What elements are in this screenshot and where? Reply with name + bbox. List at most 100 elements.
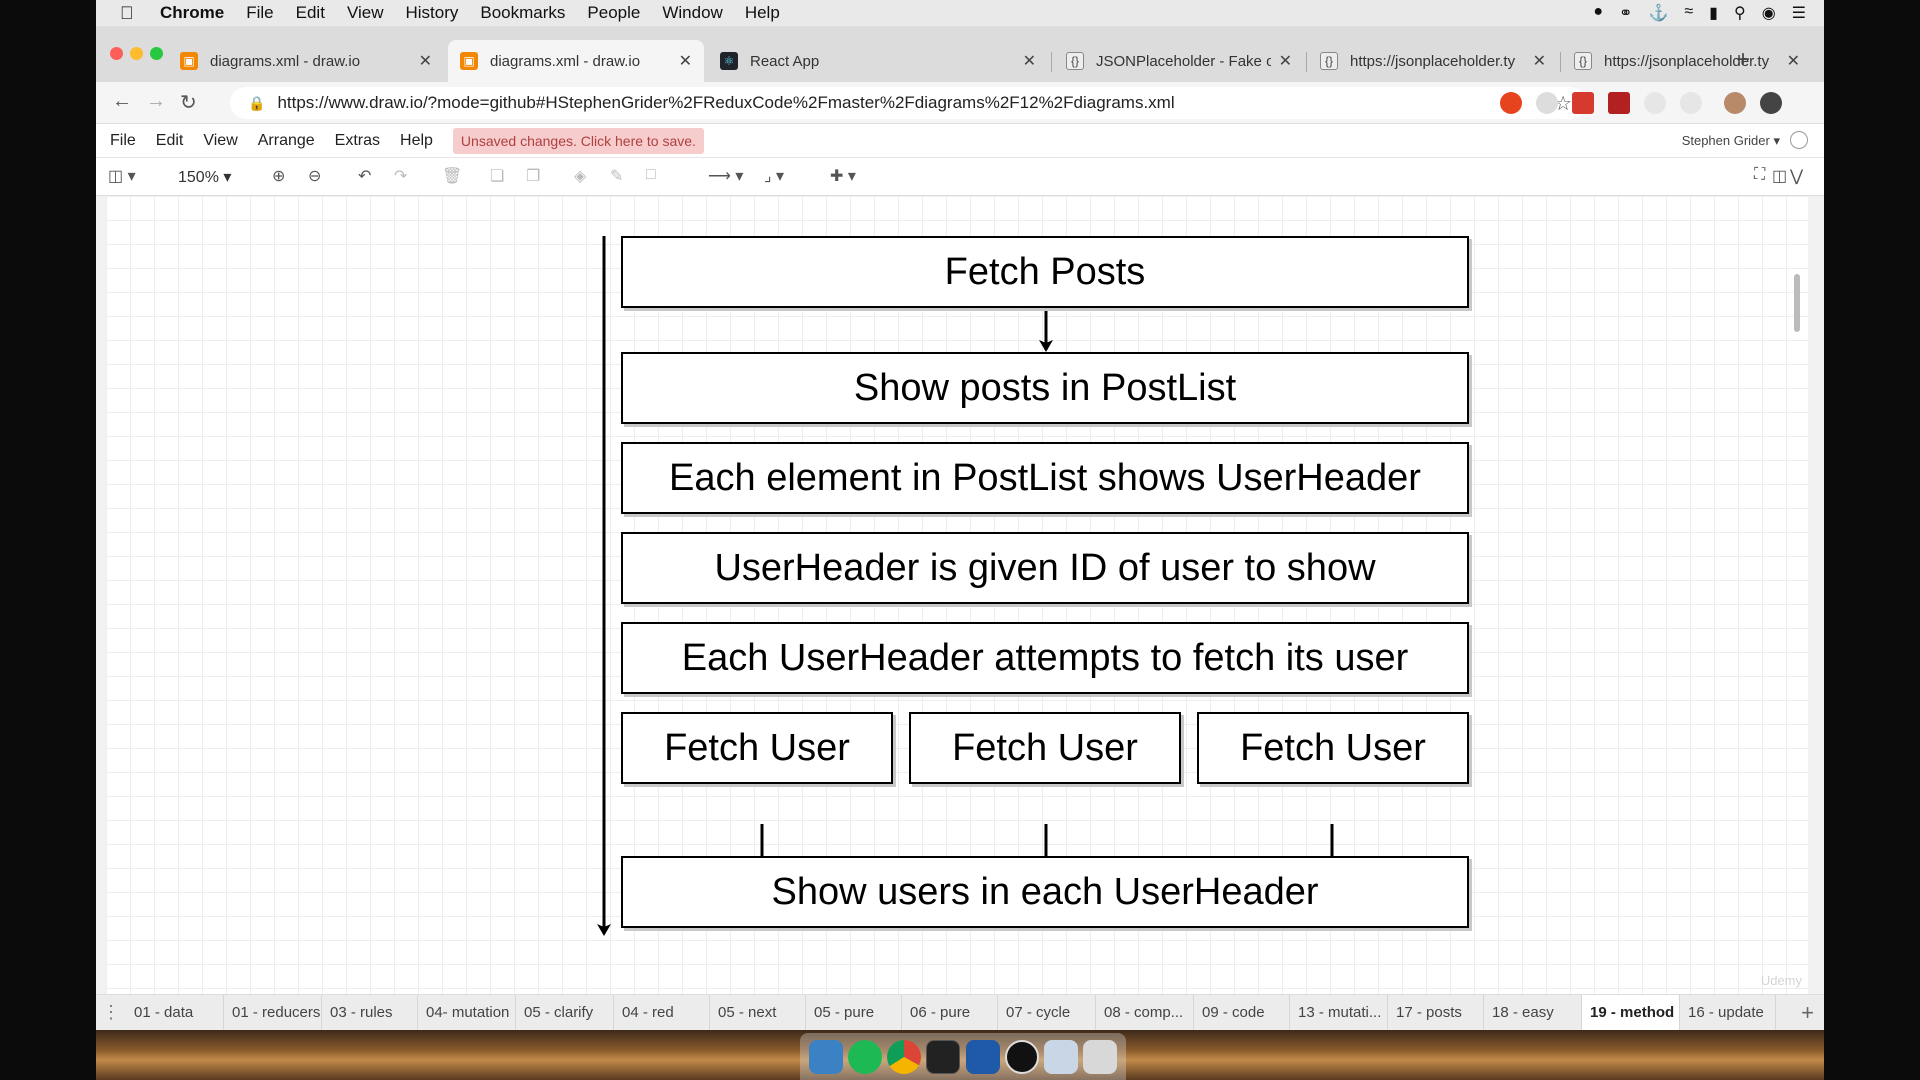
- extension-icon[interactable]: [1680, 92, 1702, 114]
- box-fetch-posts[interactable]: Fetch Posts: [621, 236, 1469, 308]
- page-tab[interactable]: 05 - pure: [806, 994, 902, 1031]
- browser-tab-active[interactable]: ▣ diagrams.xml - draw.io ✕: [448, 40, 704, 82]
- fill-color-icon[interactable]: ◈: [574, 168, 587, 185]
- unsaved-changes-banner[interactable]: Unsaved changes. Click here to save.: [452, 127, 704, 154]
- menu-history[interactable]: History: [405, 3, 459, 22]
- browser-tab[interactable]: {} https://jsonplaceholder.ty ✕: [1562, 40, 1812, 82]
- browser-tab[interactable]: ⚛ React App ✕: [708, 40, 1048, 82]
- apple-icon[interactable]: : [120, 3, 142, 24]
- glasses-icon[interactable]: ⚭: [1619, 5, 1633, 22]
- page-tab[interactable]: 18 - easy: [1484, 994, 1582, 1031]
- menu-view[interactable]: View: [346, 3, 384, 22]
- zoom-in-icon[interactable]: ⊕: [272, 168, 286, 185]
- drawio-menu-view[interactable]: View: [203, 131, 238, 149]
- page-tab[interactable]: 05 - clarify: [516, 994, 614, 1031]
- page-tab-active[interactable]: 19 - method: [1582, 994, 1680, 1031]
- close-tab-icon[interactable]: ✕: [1786, 53, 1800, 70]
- chrome-icon[interactable]: [887, 1039, 922, 1074]
- menu-app-name[interactable]: Chrome: [160, 3, 225, 22]
- bookmark-star-icon[interactable]: ☆: [1554, 92, 1572, 115]
- menu-people[interactable]: People: [587, 3, 641, 22]
- delete-icon[interactable]: 🗑: [442, 168, 463, 185]
- panel-toggle-icon[interactable]: ◫: [1772, 168, 1788, 185]
- page-tab[interactable]: 07 - cycle: [998, 994, 1096, 1031]
- extension-icon[interactable]: [1644, 92, 1666, 114]
- box-attempts-fetch[interactable]: Each UserHeader attempts to fetch its us…: [621, 622, 1469, 694]
- css-extension-icon[interactable]: [1536, 92, 1558, 114]
- maximize-window-icon[interactable]: [150, 47, 163, 60]
- drawio-menu-extras[interactable]: Extras: [334, 131, 381, 149]
- menu-window[interactable]: Window: [662, 3, 723, 22]
- vscode-icon[interactable]: [965, 1039, 1000, 1074]
- insert-icon[interactable]: ✚ ▾: [830, 168, 856, 185]
- spotlight-icon[interactable]: ⚲: [1733, 5, 1746, 22]
- redo-icon[interactable]: ↷: [394, 168, 408, 185]
- page-tab[interactable]: 08 - comp...: [1096, 994, 1194, 1031]
- page-tab[interactable]: 04 - red: [614, 994, 710, 1031]
- vertical-scrollbar[interactable]: [1794, 274, 1800, 332]
- drawio-menu-file[interactable]: File: [110, 131, 136, 149]
- connection-icon[interactable]: ⟶ ▾: [708, 168, 744, 185]
- undo-icon[interactable]: ↶: [358, 168, 372, 185]
- close-tab-icon[interactable]: ✕: [418, 53, 432, 70]
- browser-tab[interactable]: ▣ diagrams.xml - draw.io ✕: [168, 40, 444, 82]
- back-icon[interactable]: ←: [112, 90, 132, 112]
- zoom-level[interactable]: 150% ▾: [178, 169, 232, 186]
- menu-edit[interactable]: Edit: [295, 3, 325, 22]
- zoom-out-icon[interactable]: ⊖: [308, 168, 322, 185]
- page-tab[interactable]: 01 - data: [126, 994, 224, 1031]
- lock-icon[interactable]: 🔒: [248, 94, 266, 111]
- close-tab-icon[interactable]: ✕: [1278, 53, 1292, 70]
- terminal-icon[interactable]: [926, 1039, 961, 1074]
- spotify-icon[interactable]: [847, 1039, 882, 1074]
- drawio-menu-arrange[interactable]: Arrange: [257, 131, 315, 149]
- language-globe-icon[interactable]: [1790, 131, 1808, 149]
- siri-icon[interactable]: ◉: [1761, 5, 1776, 22]
- fullscreen-icon[interactable]: ⛶: [1754, 166, 1766, 183]
- battery-icon[interactable]: ▮: [1709, 5, 1718, 22]
- line-color-icon[interactable]: ✎: [610, 168, 624, 185]
- box-fetch-user-3[interactable]: Fetch User: [1197, 712, 1469, 784]
- files-icon[interactable]: [1044, 1039, 1079, 1074]
- reload-icon[interactable]: ↻: [180, 92, 197, 114]
- box-each-element[interactable]: Each element in PostList shows UserHeade…: [621, 442, 1469, 514]
- collapse-icon[interactable]: ⋁: [1790, 168, 1804, 185]
- shadow-icon[interactable]: □: [646, 166, 656, 183]
- box-show-users[interactable]: Show users in each UserHeader: [621, 856, 1469, 928]
- extension-icon[interactable]: [1500, 92, 1522, 114]
- box-fetch-user-2[interactable]: Fetch User: [909, 712, 1181, 784]
- to-back-icon[interactable]: ❐: [526, 168, 541, 185]
- minimize-window-icon[interactable]: [130, 47, 143, 60]
- to-front-icon[interactable]: ❏: [490, 168, 505, 185]
- close-tab-icon[interactable]: ✕: [1022, 53, 1036, 70]
- page-tab[interactable]: 09 - code: [1194, 994, 1290, 1031]
- menu-help[interactable]: Help: [744, 3, 780, 22]
- docker-icon[interactable]: ⚓: [1648, 5, 1669, 22]
- page-tab[interactable]: 13 - mutati...: [1290, 994, 1388, 1031]
- close-tab-icon[interactable]: ✕: [678, 53, 692, 70]
- obs-icon[interactable]: [1004, 1039, 1039, 1074]
- close-window-icon[interactable]: [110, 47, 123, 60]
- address-bar[interactable]: 🔒 https://www.draw.io/?mode=github#HStep…: [230, 87, 1586, 119]
- finder-icon[interactable]: [808, 1039, 843, 1074]
- page-tab[interactable]: 16 - update: [1680, 994, 1776, 1031]
- extension-icon[interactable]: [1572, 92, 1594, 114]
- page-tab[interactable]: 05 - next: [710, 994, 806, 1031]
- profile-avatar[interactable]: [1724, 92, 1746, 114]
- browser-tab[interactable]: {} https://jsonplaceholder.ty ✕: [1308, 40, 1558, 82]
- format-panel-icon[interactable]: ◫ ▾: [108, 168, 136, 185]
- menu-bookmarks[interactable]: Bookmarks: [480, 3, 566, 22]
- box-show-posts[interactable]: Show posts in PostList: [621, 352, 1469, 424]
- page-tab[interactable]: 03 - rules: [322, 994, 418, 1031]
- user-menu[interactable]: Stephen Grider ▾: [1681, 133, 1780, 148]
- notification-center-icon[interactable]: ☰: [1791, 5, 1806, 22]
- drawio-menu-edit[interactable]: Edit: [155, 131, 184, 149]
- page-tab[interactable]: 17 - posts: [1388, 994, 1484, 1031]
- box-fetch-user-1[interactable]: Fetch User: [621, 712, 893, 784]
- new-tab-icon[interactable]: +: [1736, 46, 1751, 73]
- pages-menu-icon[interactable]: ⋮: [102, 1002, 120, 1022]
- waypoints-icon[interactable]: ⌟ ▾: [764, 168, 784, 185]
- wifi-icon[interactable]: ≈: [1684, 3, 1694, 20]
- drawio-menu-help[interactable]: Help: [400, 131, 433, 149]
- chrome-menu-icon[interactable]: [1760, 92, 1782, 114]
